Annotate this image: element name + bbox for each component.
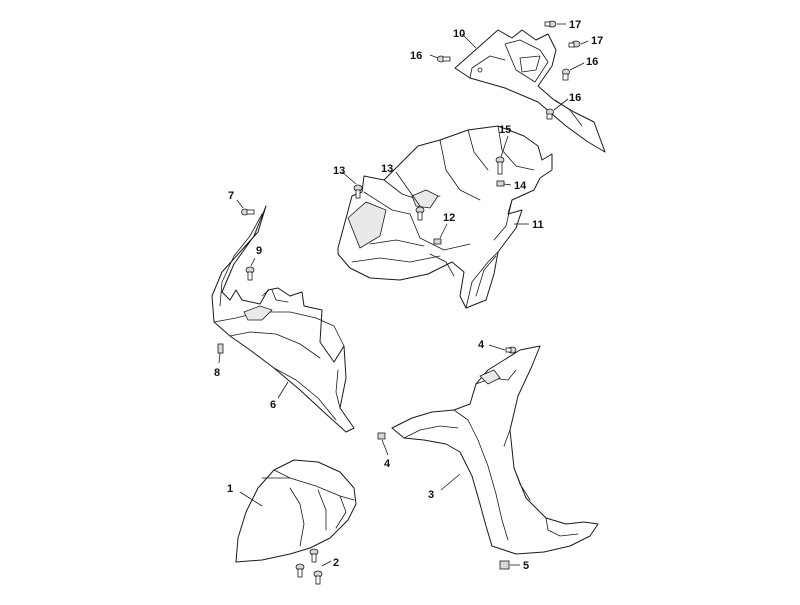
bolt-7 — [241, 208, 255, 216]
bolt-16-right-upper — [562, 68, 570, 81]
clip-12 — [433, 238, 442, 245]
callout-1: 1 — [227, 483, 233, 495]
callout-9: 9 — [256, 245, 262, 257]
callout-13-right: 13 — [381, 163, 393, 175]
fasteners — [217, 20, 581, 585]
clip-8 — [217, 343, 224, 354]
bolt-15 — [495, 156, 505, 175]
callout-8: 8 — [214, 367, 220, 379]
part-6-inner-leg-shield — [211, 205, 355, 433]
bolt-16-right-lower — [546, 108, 554, 120]
part-10-upper-cover — [454, 29, 606, 153]
bolt-4-lower — [377, 432, 386, 440]
callout-6: 6 — [270, 399, 276, 411]
bolt-2-b — [309, 548, 319, 563]
bolt-16-left — [437, 55, 451, 63]
bolt-13-right — [415, 206, 425, 221]
callout-5: 5 — [523, 560, 529, 572]
callout-2: 2 — [333, 557, 339, 569]
bolt-2-c — [313, 570, 323, 585]
callout-4-upper: 4 — [478, 339, 485, 351]
part-3-lower-cover — [391, 345, 599, 555]
callout-14: 14 — [514, 180, 527, 192]
nut-5 — [499, 560, 510, 570]
bolt-9 — [245, 266, 255, 281]
leader-lines — [218, 23, 589, 567]
callout-16-right-lower: 16 — [569, 92, 581, 104]
callout-12: 12 — [443, 212, 455, 224]
bolt-17-lower — [568, 40, 581, 48]
callout-11: 11 — [532, 219, 544, 231]
part-1-front-fender — [235, 459, 357, 563]
callout-16-left: 16 — [410, 50, 422, 62]
callout-15: 15 — [499, 124, 511, 136]
callout-4-lower: 4 — [384, 458, 391, 470]
bolt-17-upper — [544, 20, 557, 28]
callout-3: 3 — [428, 489, 434, 501]
callout-7: 7 — [228, 190, 234, 202]
callout-10: 10 — [453, 28, 465, 40]
callout-16-right-upper: 16 — [586, 56, 598, 68]
callout-13-left: 13 — [333, 165, 345, 177]
callout-17-upper: 17 — [569, 19, 581, 31]
bolt-2-a — [295, 563, 305, 578]
nut-14 — [496, 180, 505, 187]
bolt-4-upper — [505, 346, 517, 354]
callout-17-lower: 17 — [591, 35, 603, 47]
bolt-13-left — [353, 184, 363, 199]
callout-labels: 1 2 3 4 4 5 6 7 8 9 10 11 12 13 13 14 15… — [214, 19, 603, 572]
